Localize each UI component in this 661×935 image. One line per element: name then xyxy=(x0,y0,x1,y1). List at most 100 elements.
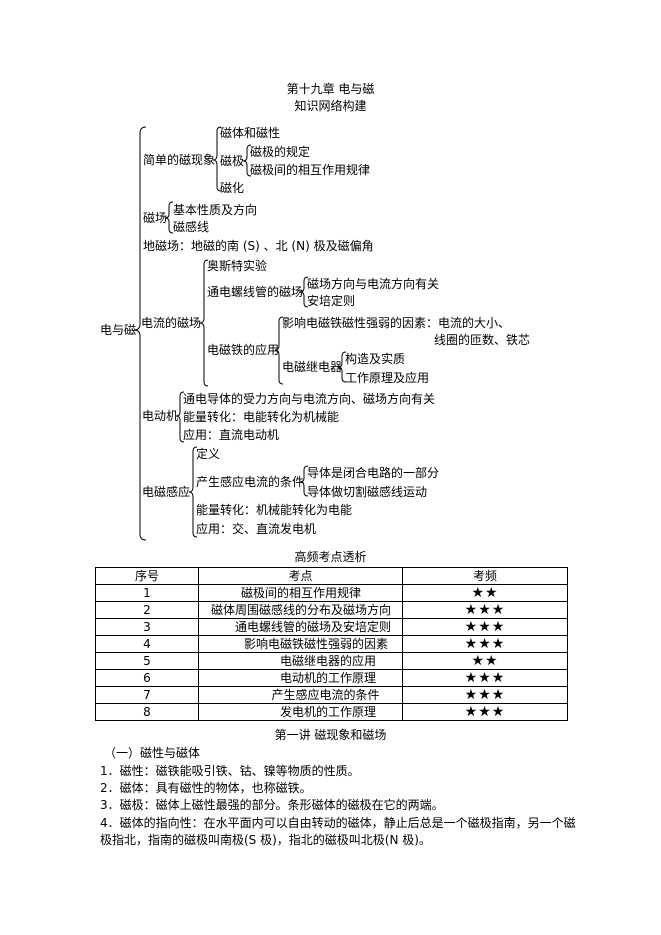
row-frequency-stars: ★★ xyxy=(402,652,568,670)
row-point: 产生感应电流的条件 xyxy=(198,686,403,704)
row-point-text: 影响电磁铁磁性强弱的因素 xyxy=(243,636,388,651)
row-point: 电动机的工作原理 xyxy=(198,669,403,687)
row-index: 2 xyxy=(95,601,199,619)
node-relay: 电磁继电器 xyxy=(282,360,343,374)
paragraph-3: 3．磁极：磁体上磁性最强的部分。条形磁体的磁极在它的两端。 xyxy=(100,798,444,812)
knowledge-tree-brackets xyxy=(133,126,347,541)
table-row: 8 发电机的工作原理 ★★★ xyxy=(95,703,568,721)
row-point-text: 发电机的工作原理 xyxy=(279,704,376,719)
section-heading: （一）磁性与磁体 xyxy=(104,746,201,760)
row-index: 3 xyxy=(95,618,199,636)
lecture-title: 第一讲 磁现象和磁场 xyxy=(274,728,387,742)
row-point-text: 磁体周围磁感线的分布及磁场方向 xyxy=(210,602,391,617)
node-relay-principle: 工作原理及应用 xyxy=(345,371,430,385)
node-magnetize: 磁化 xyxy=(220,181,245,195)
node-field-nature: 基本性质及方向 xyxy=(173,203,258,217)
node-induction-app: 应用：交、直流发电机 xyxy=(196,522,317,536)
row-frequency-stars: ★★ xyxy=(402,584,568,602)
node-motor-app: 应用：直流电动机 xyxy=(183,428,280,442)
row-frequency-stars: ★★★ xyxy=(402,618,568,636)
table-row: 1 磁极间的相互作用规律 ★★ xyxy=(95,584,568,602)
paragraph-1: 1．磁性：磁铁能吸引铁、钴、镍等物质的性质。 xyxy=(100,764,360,778)
paragraph-2: 2．磁体：具有磁性的物体，也称磁铁。 xyxy=(100,781,312,795)
bracket-root xyxy=(133,126,147,541)
node-relay-structure: 构造及实质 xyxy=(345,352,406,366)
row-index: 7 xyxy=(95,686,199,704)
table-row: 7 产生感应电流的条件 ★★★ xyxy=(95,686,568,704)
node-poles: 磁极 xyxy=(220,154,245,168)
node-condition-closed: 导体是闭合电路的一部分 xyxy=(307,466,440,480)
row-frequency-stars: ★★★ xyxy=(402,601,568,619)
node-factors: 影响电磁铁磁性强弱的因素：电流的大小、 xyxy=(282,316,511,330)
chapter-title: 第十九章 电与磁 xyxy=(286,82,375,96)
node-oersted: 奥斯特实验 xyxy=(207,259,268,273)
bracket-poles xyxy=(242,144,252,177)
row-point-text: 磁极间的相互作用规律 xyxy=(240,585,361,600)
row-index: 4 xyxy=(95,635,199,653)
node-motor: 电动机 xyxy=(142,409,179,423)
node-condition-cutting: 导体做切割磁感线运动 xyxy=(307,485,428,499)
table-row: 4 影响电磁铁磁性强弱的因素 ★★★ xyxy=(95,635,568,653)
row-index: 5 xyxy=(95,652,199,670)
node-poles-rule: 磁极的规定 xyxy=(250,145,311,159)
paragraph-4-line-1: 4．磁体的指向性：在水平面内可以自由转动的磁体，静止后总是一个磁极指南，另一个磁 xyxy=(100,816,576,830)
node-field: 磁场 xyxy=(143,211,168,225)
bracket-field xyxy=(164,201,174,234)
row-point-text: 通电螺线管的磁场及安培定则 xyxy=(234,619,391,634)
node-factors-cont: 线圈的匝数、铁芯 xyxy=(434,333,531,347)
node-motor-force: 通电导体的受力方向与电流方向、磁场方向有关 xyxy=(183,392,436,406)
row-point: 通电螺线管的磁场及安培定则 xyxy=(198,618,403,636)
row-frequency-stars: ★★★ xyxy=(402,703,568,721)
row-frequency-stars: ★★★ xyxy=(402,686,568,704)
row-index: 1 xyxy=(95,584,199,602)
node-solenoid: 通电螺线管的磁场 xyxy=(207,285,304,299)
bracket-motor xyxy=(175,391,185,443)
exam-frequency-table: 序号 考点 考频 1 磁极间的相互作用规律 ★★ 2 磁体周围磁感线的分布及磁场… xyxy=(95,567,568,721)
table-row: 3 通电螺线管的磁场及安培定则 ★★★ xyxy=(95,618,568,636)
bracket-solenoid xyxy=(299,276,309,308)
row-point-text: 产生感应电流的条件 xyxy=(271,687,380,702)
bracket-simple xyxy=(212,126,222,192)
node-induction-definition: 定义 xyxy=(196,447,221,461)
row-point-text: 电磁继电器的应用 xyxy=(279,653,376,668)
header-frequency: 考频 xyxy=(402,567,568,585)
node-solenoid-direction: 磁场方向与电流方向有关 xyxy=(307,277,440,291)
node-induction-condition: 产生感应电流的条件 xyxy=(196,475,305,489)
header-point: 考点 xyxy=(198,567,403,585)
node-poles-law: 磁极间的相互作用规律 xyxy=(250,163,371,177)
node-earth-field: 地磁场：地磁的南 (S) 、北 (N) 极及磁偏角 xyxy=(143,239,374,253)
table-header-row: 序号 考点 考频 xyxy=(95,567,568,585)
node-electromagnet: 电磁铁的应用 xyxy=(207,343,280,357)
row-point: 磁极间的相互作用规律 xyxy=(198,584,403,602)
section-subtitle: 知识网络构建 xyxy=(294,99,367,113)
bracket-relay xyxy=(337,351,347,383)
row-index: 8 xyxy=(95,703,199,721)
table-row: 6 电动机的工作原理 ★★★ xyxy=(95,669,568,687)
node-current-field: 电流的磁场 xyxy=(141,316,202,330)
tree-root: 电与磁 xyxy=(100,323,137,337)
table-row: 2 磁体周围磁感线的分布及磁场方向 ★★★ xyxy=(95,601,568,619)
bracket-induction xyxy=(188,446,198,538)
bracket-current xyxy=(199,259,209,387)
node-induction-energy: 能量转化：机械能转化为电能 xyxy=(196,503,353,517)
node-magnetism: 磁体和磁性 xyxy=(220,126,281,140)
row-point: 磁体周围磁感线的分布及磁场方向 xyxy=(198,601,403,619)
node-field-lines: 磁感线 xyxy=(173,220,210,234)
bracket-condition xyxy=(299,465,309,497)
row-frequency-stars: ★★★ xyxy=(402,669,568,687)
row-frequency-stars: ★★★ xyxy=(402,635,568,653)
node-ampere-rule: 安培定则 xyxy=(307,294,356,308)
node-induction: 电磁感应 xyxy=(142,485,191,499)
row-point: 电磁继电器的应用 xyxy=(198,652,403,670)
header-index: 序号 xyxy=(95,567,199,585)
row-point: 影响电磁铁磁性强弱的因素 xyxy=(198,635,403,653)
row-index: 6 xyxy=(95,669,199,687)
table-caption: 高频考点透析 xyxy=(294,550,367,564)
row-point: 发电机的工作原理 xyxy=(198,703,403,721)
paragraph-4-line-2: 极指北，指南的磁极叫南极(S 极)，指北的磁极叫北极(N 极)。 xyxy=(100,833,431,847)
row-point-text: 电动机的工作原理 xyxy=(279,670,376,685)
node-simple-magnetism: 简单的磁现象 xyxy=(143,153,216,167)
node-motor-energy: 能量转化：电能转化为机械能 xyxy=(183,410,340,424)
table-row: 5 电磁继电器的应用 ★★ xyxy=(95,652,568,670)
bracket-electromagnet xyxy=(274,316,284,385)
